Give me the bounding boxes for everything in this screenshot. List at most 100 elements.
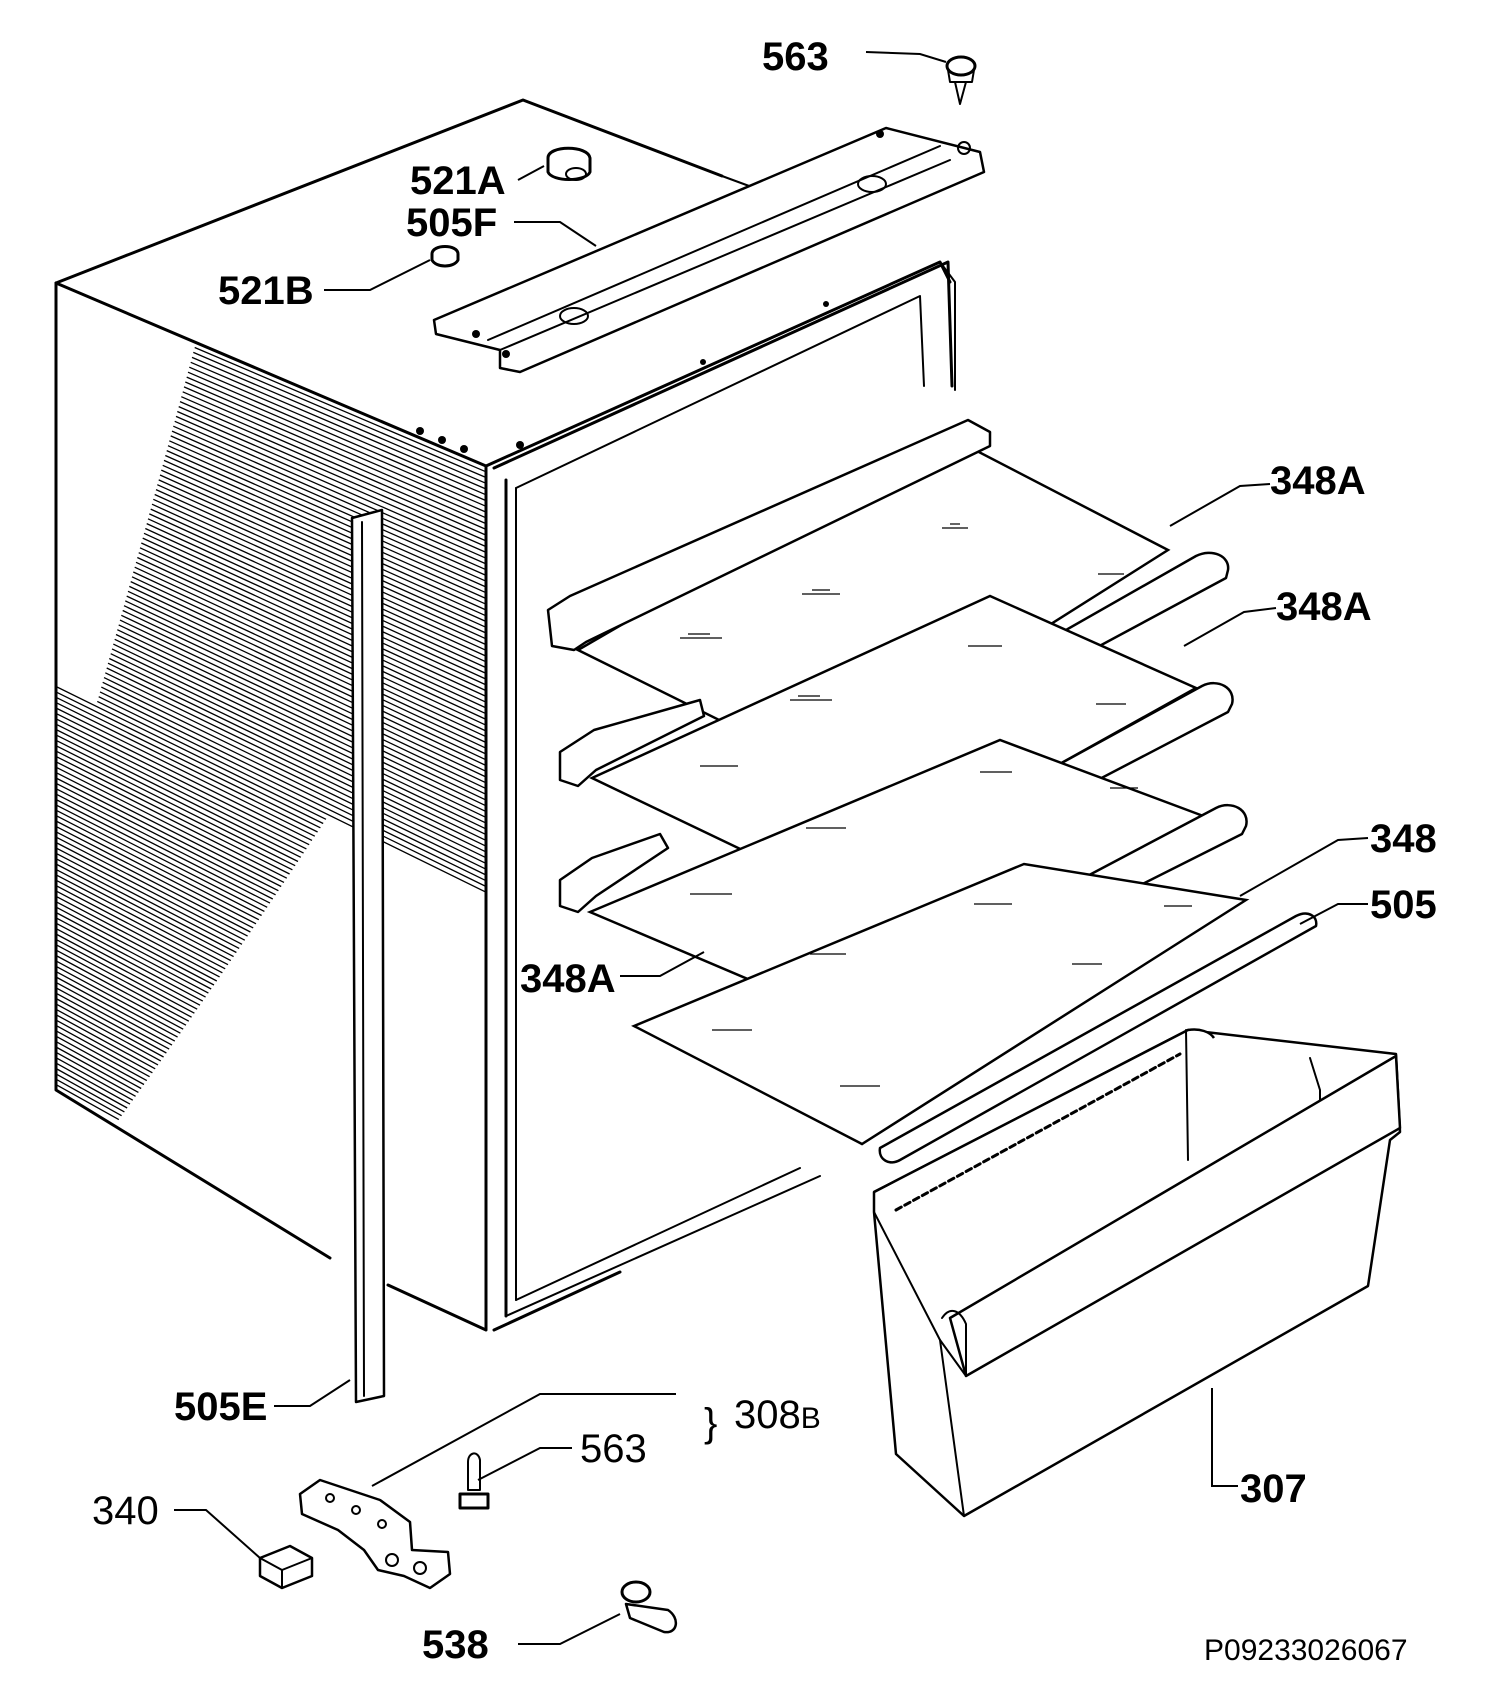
- hatch-line: [55, 922, 204, 1002]
- hatch-line: [55, 976, 176, 1042]
- hatch-line: [97, 700, 487, 893]
- hatch-line: [158, 479, 487, 628]
- label-308B: 308B: [734, 1393, 821, 1437]
- hatch-line: [183, 386, 487, 519]
- hatch-line: [55, 858, 237, 954]
- hatch-line: [55, 987, 170, 1050]
- screw-563-top: [945, 55, 977, 105]
- hatch-line: [125, 600, 487, 772]
- cap-521A: [546, 146, 592, 181]
- hatch-line: [55, 788, 274, 900]
- hatch-line: [166, 450, 487, 594]
- hatch-line: [123, 605, 487, 778]
- hatch-line: [55, 997, 164, 1058]
- hatch-line: [101, 686, 487, 876]
- label-505E: 505E: [174, 1385, 267, 1429]
- hatch-line: [55, 766, 285, 883]
- hatch-line: [169, 440, 487, 582]
- part-538: [620, 1580, 677, 1634]
- hatch-line: [173, 425, 487, 565]
- hatch-line: [55, 901, 215, 986]
- hatch-line: [55, 702, 318, 833]
- hatch-line: [151, 503, 487, 657]
- label-563-top: 563: [762, 35, 829, 79]
- label-307: 307: [1240, 1467, 1307, 1511]
- hatch-line: [55, 685, 327, 820]
- hatch-line: [157, 484, 487, 634]
- hatch-line: [153, 498, 487, 651]
- hatch-line: [161, 469, 487, 617]
- hatch-line: [55, 863, 234, 958]
- hatch-line: [185, 381, 487, 513]
- hatch-line: [55, 965, 181, 1034]
- hatch-line: [145, 527, 487, 686]
- hatch-line: [55, 971, 178, 1038]
- hatch-line: [55, 949, 190, 1022]
- hatch-line: [55, 1078, 122, 1117]
- hatch-line: [55, 745, 296, 867]
- hatch-line: [55, 820, 257, 925]
- hatch-line: [150, 508, 487, 663]
- hatch-line: [55, 739, 299, 863]
- hatch-line: [55, 890, 220, 978]
- hatch-line: [163, 459, 487, 605]
- hatch-line: [55, 938, 195, 1014]
- hatch-line: [55, 825, 254, 929]
- label-348A-3: 348A: [520, 957, 616, 1001]
- block-340: [258, 1544, 314, 1590]
- label-348: 348: [1370, 817, 1437, 861]
- shelves-group: [546, 418, 1318, 1164]
- label-505: 505: [1370, 883, 1437, 927]
- hatch-line: [55, 906, 212, 990]
- screw-563-bottom: [458, 1452, 490, 1510]
- hatch-line: [190, 361, 487, 490]
- hatch-line: [194, 346, 487, 473]
- hatch-line: [174, 420, 487, 559]
- hatch-line: [119, 619, 487, 795]
- hatch-line: [55, 793, 271, 904]
- glass-reflection-marks: [680, 523, 1192, 1087]
- leader-lines: [174, 51, 1369, 1645]
- hatch-line: [115, 633, 487, 813]
- label-538: 538: [422, 1623, 489, 1667]
- hatch-line: [55, 734, 302, 858]
- hatch-line: [55, 782, 276, 896]
- hatch-line: [55, 836, 248, 937]
- hatch-line: [55, 847, 243, 945]
- hatch-line: [98, 696, 487, 888]
- hatch-line: [131, 576, 487, 744]
- hatch-line: [55, 1041, 142, 1090]
- part-labels: 563 521A 505F 521B 348A 348A 348 505 348…: [92, 35, 1437, 1667]
- hatch-line: [178, 406, 487, 542]
- cabinet-body: [54, 98, 956, 1332]
- hatch-line: [121, 614, 487, 790]
- hatch-line: [126, 595, 487, 767]
- hatch-line: [187, 371, 487, 502]
- hatch-line: [55, 1051, 136, 1097]
- hatch-line: [189, 366, 487, 496]
- hatch-line: [193, 351, 487, 479]
- hatch-line: [167, 445, 487, 588]
- hatch-line: [55, 804, 265, 912]
- hatch-line: [130, 581, 487, 749]
- hatch-line: [154, 493, 487, 646]
- hatch-line: [55, 1073, 125, 1113]
- hatch-line: [118, 624, 487, 801]
- hatch-line: [55, 1057, 134, 1101]
- hatch-line: [55, 718, 310, 846]
- label-308B-brace: }: [704, 1401, 717, 1445]
- reference-number: P09233026067: [1204, 1634, 1408, 1667]
- hatch-line: [55, 728, 304, 854]
- hatch-line: [149, 513, 487, 669]
- hatch-line: [171, 430, 487, 571]
- hatch-line: [55, 960, 184, 1030]
- hatch-line: [55, 809, 262, 917]
- label-521B: 521B: [218, 269, 314, 313]
- hatch-line: [127, 590, 487, 761]
- hatch-line: [122, 609, 487, 784]
- hatch-line: [55, 981, 173, 1046]
- hatch-line: [179, 401, 487, 536]
- hatch-line: [143, 532, 487, 692]
- glass-shelf-348: [631, 862, 1250, 1146]
- label-340: 340: [92, 1489, 159, 1533]
